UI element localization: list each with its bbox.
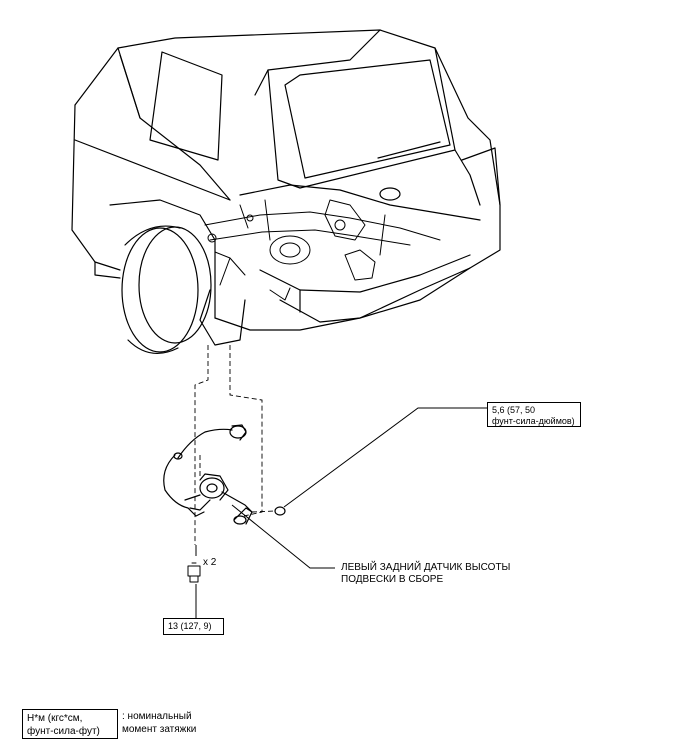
part-name-label: ЛЕВЫЙ ЗАДНИЙ ДАТЧИК ВЫСОТЫ ПОДВЕСКИ В СБ… bbox=[341, 562, 510, 586]
nut-torque-callout: 5,6 (57, 50 фунт-сила-дюймов) bbox=[487, 402, 581, 427]
legend-description: : номинальный момент затяжки bbox=[122, 710, 196, 736]
leader-lines bbox=[195, 407, 488, 618]
legend-units-line2: фунт-сила-фут) bbox=[27, 726, 100, 737]
legend-desc-line1: : номинальный bbox=[122, 711, 192, 722]
bolt-torque-callout: 13 (127, 9) bbox=[163, 618, 224, 635]
legend-units-box: Н*м (кгс*см, фунт-сила-фут) bbox=[22, 709, 118, 739]
bolt-quantity-label: x 2 bbox=[203, 557, 217, 568]
part-name-line1: ЛЕВЫЙ ЗАДНИЙ ДАТЧИК ВЫСОТЫ bbox=[341, 562, 511, 573]
suspension-mechanism-illustration bbox=[204, 199, 441, 301]
legend-units-line1: Н*м (кгс*см, bbox=[27, 713, 83, 724]
legend-desc-line2: момент затяжки bbox=[122, 724, 197, 735]
nut-torque-line1: 5,6 (57, 50 bbox=[492, 405, 536, 415]
height-control-sensor-illustration bbox=[163, 424, 253, 525]
alignment-lines bbox=[194, 345, 275, 545]
vehicle-rear-illustration bbox=[71, 29, 501, 346]
nut-torque-line2: фунт-сила-дюймов) bbox=[492, 416, 575, 426]
part-name-line2: ПОДВЕСКИ В СБОРЕ bbox=[341, 574, 444, 585]
bolt-illustration bbox=[187, 562, 201, 583]
rear-tire-illustration bbox=[121, 225, 212, 355]
nut-illustration bbox=[274, 506, 286, 516]
bolt-torque-value: 13 (127, 9) bbox=[168, 621, 212, 631]
